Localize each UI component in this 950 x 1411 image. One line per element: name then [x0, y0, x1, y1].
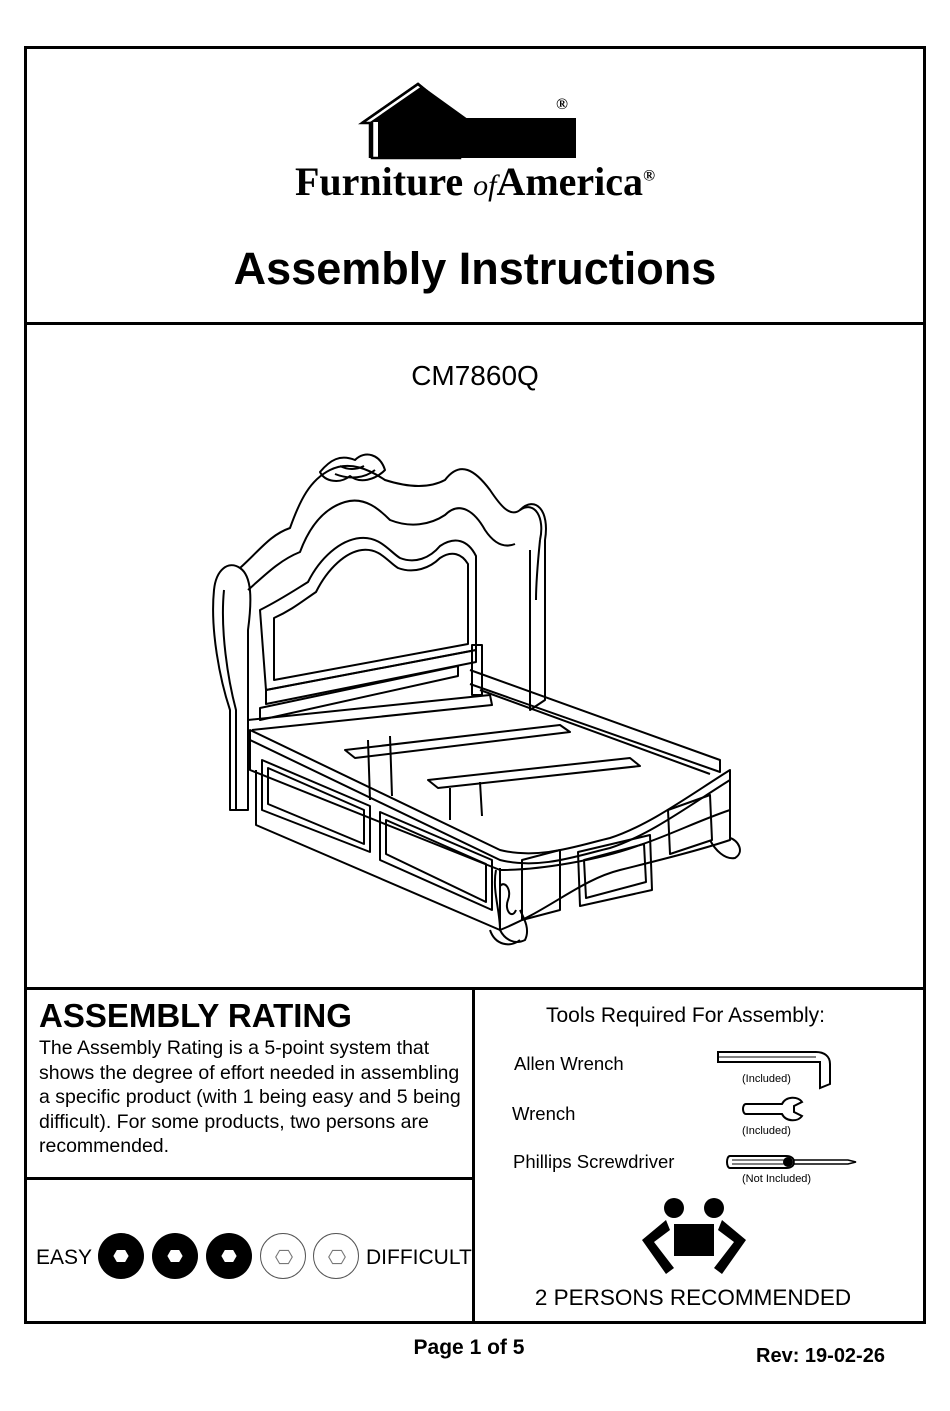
logo-registered-mark: ® [556, 96, 568, 113]
page-frame [24, 46, 926, 1324]
tool-name-phillips-screwdriver: Phillips Screwdriver [513, 1151, 675, 1172]
rating-easy-label: EASY [36, 1246, 93, 1269]
tool-note-phillips-screwdriver: (Not Included) [742, 1173, 812, 1185]
brand-registered-mark: ® [643, 167, 656, 185]
rating-dot-2 [152, 1233, 198, 1279]
persons-recommended: 2 PERSONS RECOMMENDED [534, 1285, 852, 1310]
rating-dot-1 [98, 1233, 144, 1279]
allen-wrench-icon [717, 1051, 831, 1090]
rating-dot-3 [206, 1233, 252, 1279]
brand-of: of [473, 169, 497, 202]
page-number: Page 1 of 5 [413, 1336, 525, 1359]
revision-label: Rev: 19-02-26 [756, 1345, 885, 1367]
bed-illustration [212, 453, 741, 946]
wrench-icon [742, 1096, 804, 1122]
brand-america: America [496, 159, 644, 204]
rating-difficult-label: DIFFICULT [366, 1246, 472, 1269]
rating-dot-4 [260, 1233, 306, 1279]
assembly-rating-heading: ASSEMBLY RATING [39, 997, 352, 1034]
divider-header [24, 322, 926, 325]
two-persons-icon [642, 1198, 746, 1274]
tool-note-allen-wrench: (Included) [742, 1073, 791, 1085]
brand-furniture: Furniture [294, 159, 464, 204]
house-logo-icon [358, 82, 576, 160]
tools-heading: Tools Required For Assembly: [546, 1004, 825, 1027]
screwdriver-icon [726, 1155, 857, 1169]
rating-dot-5 [313, 1233, 359, 1279]
tool-name-allen-wrench: Allen Wrench [514, 1053, 624, 1074]
tool-name-wrench: Wrench [512, 1103, 576, 1124]
tool-note-wrench: (Included) [742, 1125, 791, 1137]
page-title: Assembly Instructions [233, 243, 717, 294]
brand-name: Furniture ofAmerica® [0, 158, 950, 205]
model-number: CM7860Q [411, 360, 539, 391]
divider-vertical [472, 987, 475, 1324]
divider-rating [24, 1177, 474, 1180]
assembly-rating-description: The Assembly Rating is a 5-point system … [39, 1037, 461, 1157]
divider-illustration [24, 987, 926, 990]
